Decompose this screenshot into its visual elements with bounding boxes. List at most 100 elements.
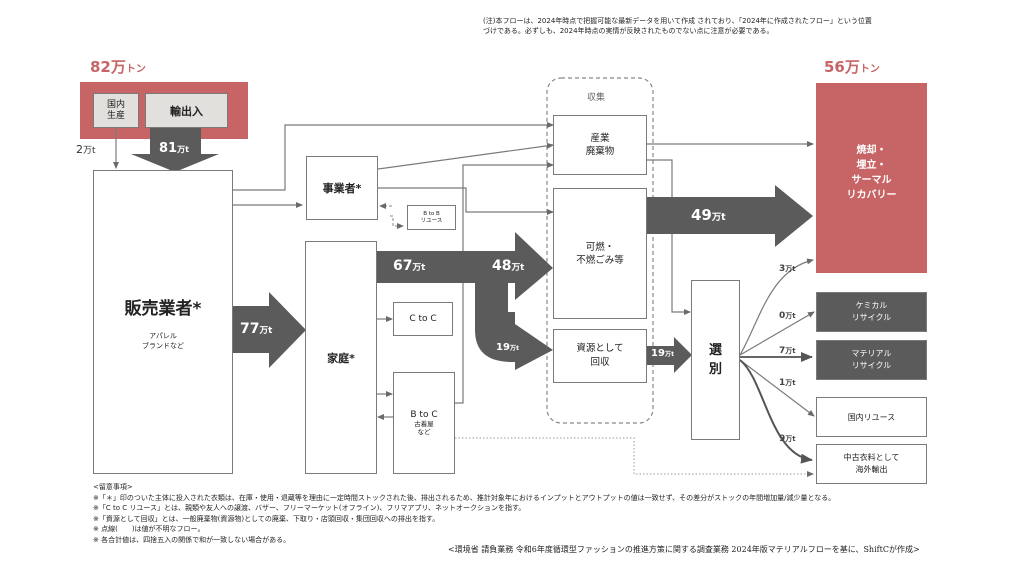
flow-sorting-to-export [739, 359, 813, 464]
business-box: 事業者* [306, 156, 378, 220]
flow-num: 3 [779, 264, 786, 274]
export-used-label: 中古衣料として 海外輸出 [843, 453, 900, 474]
input-total-value: 82万 [90, 58, 126, 76]
flow-num: 0 [779, 311, 786, 321]
flow-unit: 万t [509, 345, 520, 352]
footer-note: ※「＊」印のついた主体に投入された衣類は、在庫・使用・退蔵等を理由に一定時間スト… [93, 493, 836, 502]
collection-label: 収集 [587, 93, 606, 103]
flow-unit: 万t [785, 347, 796, 355]
flow-seller-to-industrial [233, 122, 554, 191]
flow-num: 81 [159, 141, 178, 156]
flow-unit: 万t [785, 435, 796, 443]
flow-label-household-out: 67万t [393, 258, 425, 274]
flow-business-to-industrial [377, 142, 554, 170]
flow-unit: 万t [83, 146, 96, 156]
sorting-label: 選 別 [708, 343, 722, 377]
flow-label-combustible-to-incineration: 49万t [691, 206, 726, 224]
seller-sub-label: アパレル ブランドなど [142, 331, 184, 350]
chemical-recycling-label: ケミカル リサイクル [851, 301, 892, 322]
footer-note: ※「C to C リユース」とは、親類や友人への譲渡、バザー、フリーマーケット(… [93, 504, 526, 512]
btob-reuse-label: B to B リユース [420, 210, 443, 224]
arrow-combustible-to-incineration [647, 185, 813, 247]
domestic-production-label: 国内 生産 [106, 99, 125, 121]
flow-unit: 万t [177, 145, 189, 154]
flow-unit: 万t [511, 263, 525, 273]
chemical-recycling-box: ケミカル リサイクル [816, 292, 927, 332]
export-used-box: 中古衣料として 海外輸出 [816, 444, 927, 484]
output-total-unit: トン [859, 64, 880, 75]
seller-box: 販売業者* アパレル ブランドなど [93, 170, 233, 474]
flow-sorting-to-incineration [739, 258, 814, 356]
flow-num: 19 [651, 348, 665, 359]
import-export-box: 輸出入 [145, 93, 228, 128]
flow-label-sorting-to-export: 9万t [779, 434, 796, 444]
flow-label-sorting-to-material: 7万t [779, 346, 796, 356]
flow-num: 19 [496, 342, 510, 353]
flow-sorting-to-reuse [739, 359, 815, 417]
footer-note: ※ 各合計値は、四捨五入の関係で和が一致しない場合がある。 [93, 535, 291, 544]
material-recycling-label: マテリアル リサイクル [851, 349, 892, 370]
industrial-waste-label: 産業 廃棄物 [585, 133, 615, 157]
flow-unit: 万t [412, 263, 426, 273]
arrow-household-out [377, 232, 553, 370]
flow-label-resource-to-sorting: 19万t [651, 348, 674, 359]
flow-unit: 万t [259, 326, 273, 336]
flow-num: 1 [779, 378, 786, 388]
resource-collection-box: 資源として 回収 [553, 329, 647, 383]
flow-sorting-to-chemical [739, 311, 815, 356]
flow-business-to-btob [390, 215, 404, 229]
industrial-waste-box: 産業 廃棄物 [553, 115, 647, 175]
btob-reuse-box: B to B リユース [407, 205, 456, 230]
collection-container [546, 77, 654, 424]
flow-label-sorting-to-incineration: 3万t [779, 264, 796, 274]
material-recycling-box: マテリアル リサイクル [816, 340, 927, 380]
household-label: 家庭* [327, 351, 355, 365]
flow-btoc-to-industrial [455, 162, 554, 404]
combustible-waste-box: 可燃・ 不燃ごみ等 [553, 188, 647, 319]
ctoc-box: C to C [393, 302, 453, 336]
flow-label-domestic: 2万t [76, 143, 96, 156]
footer-heading: <留意事項> [93, 483, 133, 491]
flow-unit: 万t [785, 379, 796, 387]
btoc-label: B to C [410, 410, 438, 420]
flow-industrial-to-sorting [647, 159, 691, 315]
flow-label-import: 81万t [159, 141, 189, 156]
flow-num: 7 [779, 346, 786, 356]
flow-num: 77 [240, 321, 260, 337]
domestic-reuse-box: 国内リユース [816, 397, 927, 437]
flow-unit: 万t [664, 351, 675, 358]
incineration-label: 焼却・ 埋立・ サーマル リカバリー [846, 145, 897, 201]
footer-note: ※ 点線( )は値が不明なフロー。 [93, 525, 205, 533]
seller-label: 販売業者* [124, 298, 202, 319]
flow-num: 9 [779, 434, 786, 444]
flow-unit: 万t [785, 265, 796, 273]
flow-unit: 万t [785, 312, 796, 320]
flow-label-sorting-to-chemical: 0万t [779, 311, 796, 321]
combustible-waste-label: 可燃・ 不燃ごみ等 [576, 241, 624, 266]
input-total: 82万トン [90, 56, 146, 77]
flow-num: 49 [691, 206, 712, 224]
flow-business-to-combustible [378, 187, 554, 215]
flow-btoc-to-export-unknown [455, 437, 814, 477]
top-note: (注)本フローは、2024年時点で把握可能な最新データを用いて作成 されており、… [483, 16, 963, 36]
input-total-unit: トン [125, 64, 146, 75]
output-total: 56万トン [824, 56, 880, 77]
arrow-resource-to-sorting [647, 337, 692, 373]
flow-label-to-resource: 19万t [496, 342, 519, 353]
resource-collection-label: 資源として 回収 [576, 343, 624, 368]
business-label: 事業者* [322, 182, 362, 195]
arrow-import-to-seller [131, 128, 219, 172]
flow-num: 48 [492, 258, 512, 274]
domestic-reuse-label: 国内リユース [847, 412, 896, 422]
incineration-box: 焼却・ 埋立・ サーマル リカバリー [816, 83, 927, 273]
output-total-value: 56万 [824, 58, 860, 76]
domestic-production-box: 国内 生産 [93, 93, 139, 128]
top-note-line-2: づけである。必ずしも、2024年時点の実情が反映されたものでない点に注意が必要で… [483, 27, 774, 35]
household-box: 家庭* [305, 241, 377, 474]
arrow-seller-to-household [233, 292, 306, 368]
sorting-box: 選 別 [691, 280, 740, 440]
btoc-sub-label: 古着屋 など [414, 420, 434, 436]
btoc-box: B to C 古着屋 など [393, 372, 455, 474]
flow-num: 67 [393, 258, 413, 274]
